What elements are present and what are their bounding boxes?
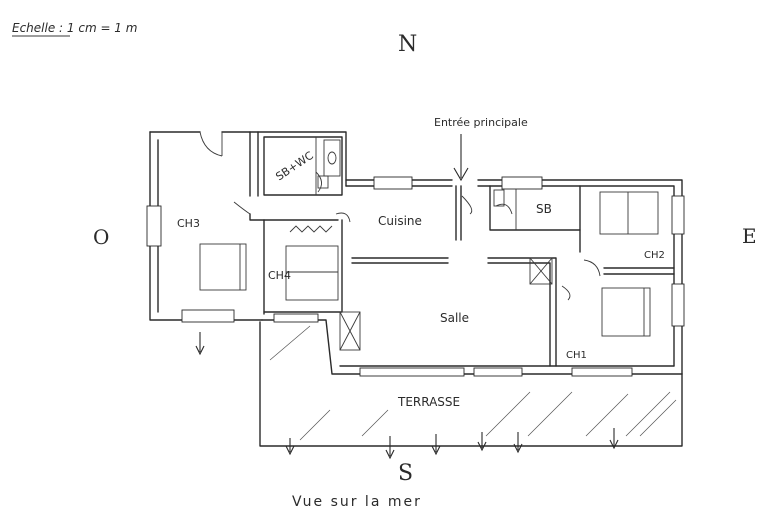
room-label-sb-wc: SB+WC xyxy=(273,149,316,184)
zigzag-icon xyxy=(289,225,333,233)
room-label-cuisine: Cuisine xyxy=(378,214,422,228)
room-label-terrasse: TERRASSE xyxy=(397,395,460,409)
room-label-ch2: CH2 xyxy=(644,250,665,261)
down-arrow-icon xyxy=(195,332,205,356)
down-arrow-icon xyxy=(477,432,487,452)
windows xyxy=(146,176,685,377)
compass-south: S xyxy=(398,461,413,486)
ch3-bed-icon xyxy=(199,243,247,291)
entrance-label: Entrée principale xyxy=(434,116,528,129)
down-arrow-icon xyxy=(513,432,523,454)
compass-east: E xyxy=(742,224,757,248)
terrasse-area xyxy=(259,321,683,447)
down-arrow-icon xyxy=(285,438,295,456)
down-arrow-icon xyxy=(609,428,619,450)
ch4-bunk-bed-icon xyxy=(285,245,339,301)
furniture xyxy=(199,151,659,337)
outer-walls xyxy=(149,131,683,375)
interior-walls xyxy=(249,136,675,367)
compass-north: N xyxy=(398,32,417,57)
ch2-bed-icon xyxy=(599,191,659,235)
room-label-ch3: CH3 xyxy=(177,217,200,230)
room-label-ch4: CH4 xyxy=(268,269,291,282)
entrance-arrow-icon xyxy=(453,134,469,182)
down-arrow-icon xyxy=(431,434,441,456)
room-label-sb: SB xyxy=(536,202,552,216)
sea-view-label: Vue sur la mer xyxy=(292,494,422,510)
scale-label: Echelle : 1 cm = 1 m xyxy=(12,21,137,35)
view-arrows xyxy=(195,332,619,460)
down-arrow-icon xyxy=(385,436,395,460)
doors xyxy=(199,131,601,301)
ch1-bed-icon xyxy=(601,287,651,337)
compass-west: O xyxy=(93,225,109,249)
toilet-icon xyxy=(327,151,337,165)
room-label-salle: Salle xyxy=(440,311,469,325)
room-label-ch1: CH1 xyxy=(566,350,587,361)
